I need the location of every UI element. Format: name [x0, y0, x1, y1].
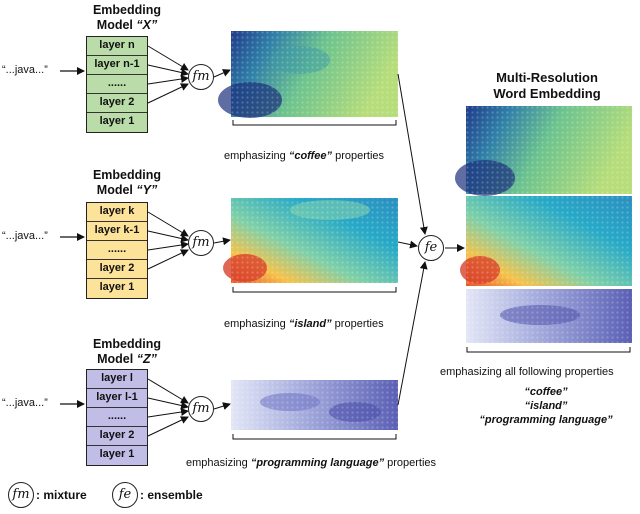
island-heatmap: [223, 198, 398, 283]
model-y-mixture-arrows: [147, 211, 231, 270]
result-title: Multi-Resolution Word Embedding: [452, 70, 640, 102]
ensemble-input-arrows: [397, 73, 465, 406]
model-x-title-name: “X”: [136, 18, 158, 32]
model-z-layer: layer l: [87, 370, 147, 389]
model-y-layer: layer 1: [99, 281, 135, 293]
coffee-heatmap: [218, 31, 398, 118]
ensemble-operator: fe: [418, 235, 444, 261]
model-x-layer: ......: [87, 75, 147, 94]
model-y-layer: layer 2: [87, 260, 147, 279]
model-z-mixture-operator: fm: [188, 396, 214, 422]
model-x-title-model: Model: [96, 18, 133, 32]
result-title-line1: Multi-Resolution: [496, 70, 598, 85]
result-bracket: [466, 347, 631, 353]
model-y-layer: ......: [87, 241, 147, 260]
model-x-input-text: “...java...”: [2, 64, 48, 76]
model-x-layer: layer n: [87, 37, 147, 56]
result-title-line2: Word Embedding: [493, 86, 601, 101]
model-x-title-line1: Embedding: [92, 3, 162, 17]
model-z-layer: layer 2: [87, 427, 147, 446]
programming-language-heatmap: [231, 380, 398, 430]
model-z-title-line1: Embedding: [92, 337, 162, 351]
model-z-layer: layer l-1: [87, 389, 147, 408]
model-x-mixture-arrows: [147, 45, 231, 104]
programming-language-bracket: [232, 434, 397, 440]
model-x-mixture-operator: fm: [188, 64, 214, 90]
model-z-layer: layer 1: [99, 448, 135, 460]
model-z-layer-stack: layer l layer l-1 ...... layer 2 layer 1: [86, 369, 148, 466]
model-y-title: Embedding Model “Y”: [72, 168, 182, 198]
legend-ensemble-symbol: fe: [112, 482, 138, 508]
island-bracket: [232, 287, 397, 293]
model-z-mixture-arrows: [147, 378, 231, 437]
model-x-layer: layer 2: [87, 94, 147, 113]
legend-mixture-label: : mixture: [36, 488, 87, 502]
result-property-island: “island”: [524, 400, 568, 412]
result-property-programming-language: “programming language”: [479, 414, 613, 426]
model-x-layer: layer 1: [99, 115, 135, 127]
model-y-mixture-operator: fm: [188, 230, 214, 256]
model-x-layer-stack: layer n layer n-1 ...... layer 2 layer 1: [86, 36, 148, 133]
island-caption-emphasis: “island”: [288, 318, 332, 330]
model-y-input-text: “...java...”: [2, 230, 48, 242]
model-z-layer: ......: [87, 408, 147, 427]
programming-language-caption: emphasizing “programming language” prope…: [186, 457, 437, 469]
model-z-title-model: Model: [97, 352, 134, 366]
coffee-caption: emphasizing “coffee” properties: [224, 150, 385, 162]
model-z-input-text: “...java...”: [2, 397, 48, 409]
model-y-layer: layer k: [87, 203, 147, 222]
result-island-heatmap: [460, 196, 632, 286]
result-caption: emphasizing all following properties: [440, 366, 614, 378]
result-coffee-heatmap: [455, 106, 632, 196]
model-x-layer: layer n-1: [87, 56, 147, 75]
result-property-coffee: “coffee”: [524, 386, 568, 398]
model-z-title: Embedding Model “Z”: [72, 337, 182, 367]
legend-mixture-symbol: fm: [8, 482, 34, 508]
model-x-title: Embedding Model “X”: [72, 3, 182, 33]
coffee-caption-emphasis: “coffee”: [288, 150, 333, 162]
model-y-title-name: “Y”: [136, 183, 158, 197]
island-caption: emphasizing “island” properties: [224, 318, 384, 330]
model-y-title-model: Model: [96, 183, 133, 197]
model-y-layer-stack: layer k layer k-1 ...... layer 2 layer 1: [86, 202, 148, 299]
coffee-bracket: [232, 120, 397, 126]
result-properties: “coffee” “island” “programming language”: [446, 385, 640, 427]
result-programming-language-heatmap: [466, 289, 632, 343]
model-y-title-line1: Embedding: [92, 168, 162, 182]
model-z-title-name: “Z”: [136, 352, 157, 366]
legend-ensemble-label: : ensemble: [140, 488, 203, 502]
model-y-layer: layer k-1: [87, 222, 147, 241]
programming-language-caption-emphasis: “programming language”: [250, 457, 385, 469]
